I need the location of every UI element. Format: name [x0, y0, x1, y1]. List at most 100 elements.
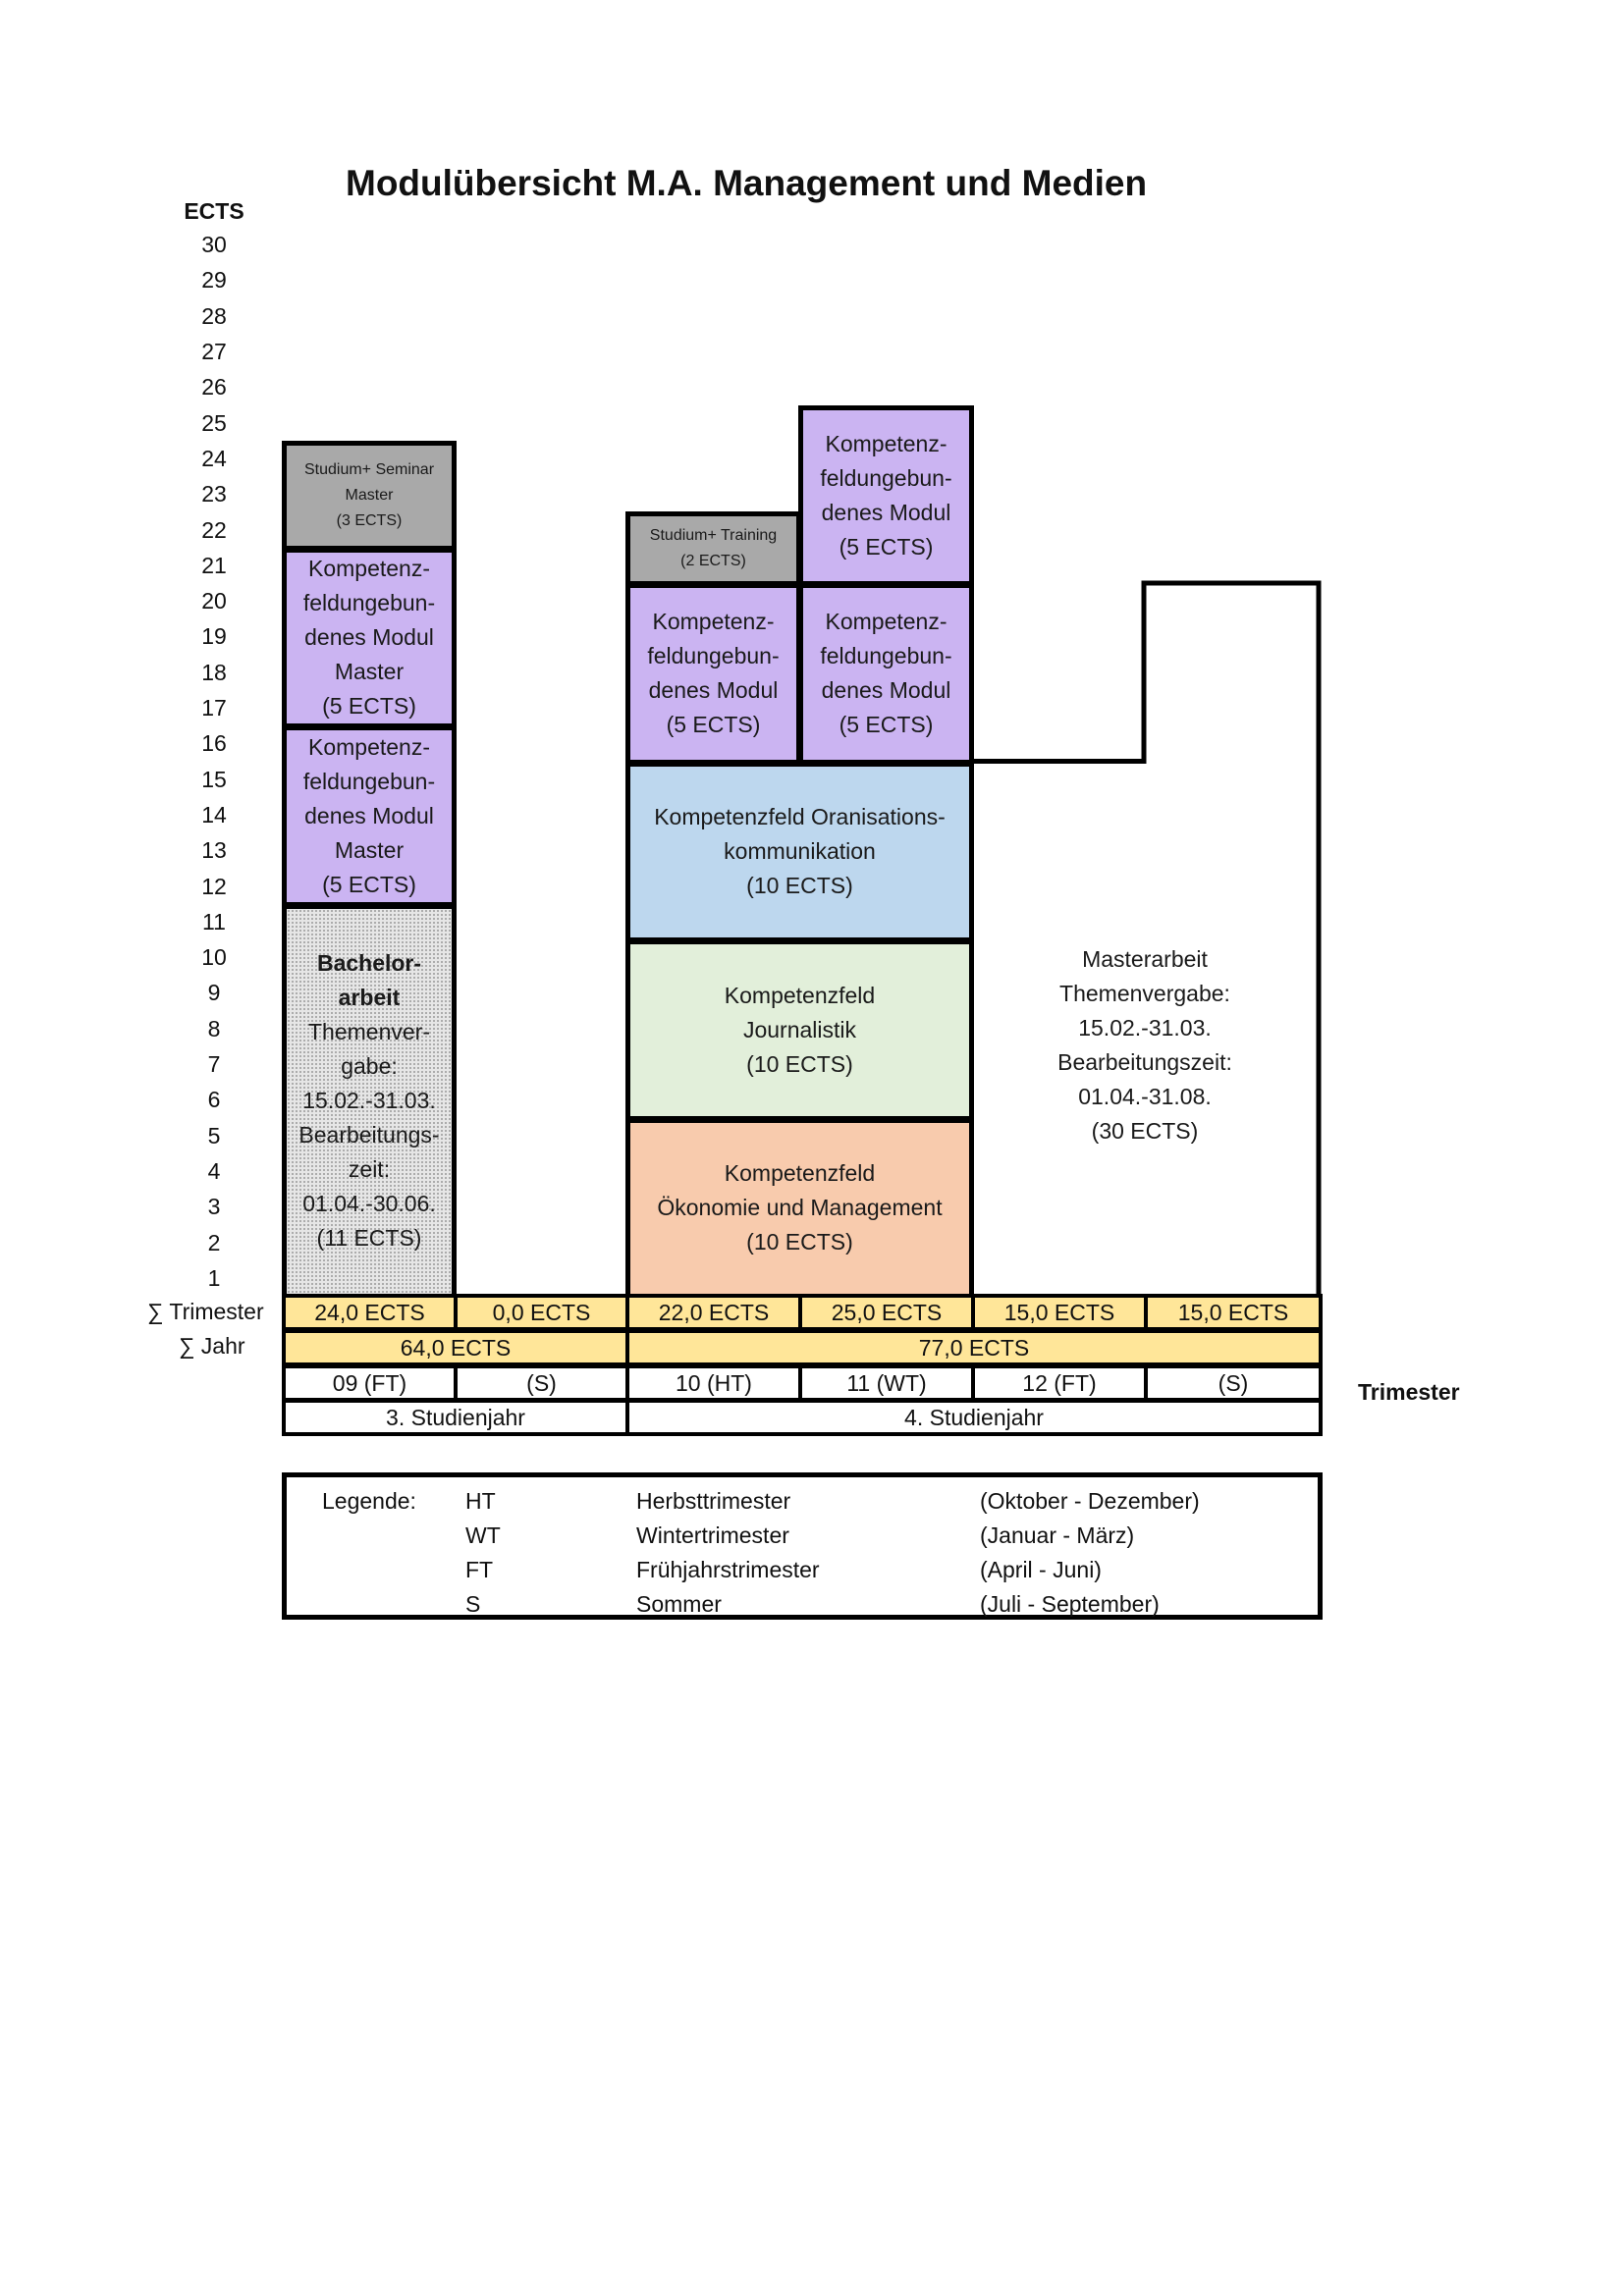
ects-tick: 17: [201, 695, 227, 721]
ects-tick: 12: [201, 873, 227, 899]
ects-tick: 25: [201, 409, 227, 436]
ects-tick: 19: [201, 623, 227, 650]
module-text-line: kommunikation: [724, 838, 876, 865]
ects-tick: 15: [201, 766, 227, 792]
study-year-cell: 4. Studienjahr: [625, 1399, 1323, 1436]
module-text-line: feldungebun-: [647, 643, 780, 669]
module-text-line: Bachelor-: [316, 950, 422, 977]
ects-tick: 28: [201, 302, 227, 329]
ects-tick: 22: [201, 516, 227, 543]
trimester-sum-cell: 0,0 ECTS: [454, 1294, 629, 1331]
module-text-line: (5 ECTS): [322, 871, 416, 897]
master-thesis-text-line: Bearbeitungszeit:: [1057, 1048, 1232, 1075]
year-sum-cell: 77,0 ECTS: [625, 1329, 1323, 1366]
module-text-line: Kompetenz-: [825, 609, 947, 635]
legend-months: (April - Juni): [980, 1557, 1102, 1582]
module-box: Kompetenz-feldungebun-denes Modul(5 ECTS…: [798, 404, 974, 586]
module-text-line: Master: [334, 659, 405, 685]
ects-axis-header: ECTS: [184, 198, 244, 224]
legend-months: (Juli - September): [980, 1591, 1160, 1617]
module-text-line: Bearbeitungs-: [298, 1122, 440, 1148]
module-text-line: Journalistik: [742, 1016, 857, 1042]
module-text-line: (10 ECTS): [746, 1229, 853, 1255]
module-text-line: Kompetenz-: [652, 609, 775, 635]
ects-tick: 9: [207, 980, 221, 1006]
ects-tick: 24: [201, 445, 227, 471]
module-text-line: (10 ECTS): [746, 873, 853, 899]
ects-tick: 20: [201, 588, 227, 614]
legend-months: (Januar - März): [980, 1522, 1135, 1548]
master-thesis-text-line: Masterarbeit: [1082, 945, 1208, 972]
trimester-axis-label: Trimester: [1358, 1379, 1460, 1405]
module-text-line: zeit:: [348, 1156, 391, 1183]
trimester-sum-cell: 24,0 ECTS: [282, 1294, 458, 1331]
legend-code: HT: [465, 1488, 496, 1514]
ects-tick: 6: [207, 1087, 221, 1113]
module-text-line: Kompetenz-: [825, 430, 947, 456]
legend-name: Herbsttrimester: [636, 1488, 791, 1514]
ects-tick: 14: [201, 801, 227, 828]
module-box: Kompetenz-feldungebun-denes Modul (5 ECTS…: [625, 583, 801, 765]
module-text-line: Kompetenzfeld: [724, 982, 876, 1008]
module-text-line: Ökonomie und Management: [657, 1195, 943, 1221]
trimester-sum-cell: 25,0 ECTS: [798, 1294, 975, 1331]
ects-tick: 13: [201, 837, 227, 864]
ects-tick: 16: [201, 730, 227, 757]
module-box: Studium+ Training (2 ECTS): [625, 511, 801, 586]
ects-tick: 21: [201, 552, 227, 578]
legend-code: FT: [465, 1557, 494, 1582]
trimester-cell: 09 (FT): [282, 1364, 458, 1402]
module-text-line: (2 ECTS): [680, 553, 746, 570]
module-text-line: Studium+ Training: [649, 527, 778, 545]
year-sum-label: ∑ Jahr: [179, 1333, 245, 1359]
legend: Legende: HT Herbsttrimester (Oktober - Dez…: [282, 1472, 1323, 1620]
module-text-line: Studium+ Seminar: [303, 460, 435, 478]
page-title: Modulübersicht M.A. Management und Medie…: [346, 163, 1148, 203]
module-text-line: denes Modul: [648, 677, 779, 704]
module-text-line: Kompetenz-: [307, 556, 430, 582]
ects-tick: 7: [207, 1051, 221, 1078]
master-thesis-text-line: 01.04.-31.08.: [1078, 1083, 1212, 1109]
module-text-line: (10 ECTS): [746, 1050, 853, 1077]
module-box: Kompetenzfeld Oranisations-kommunikation…: [625, 761, 974, 942]
ects-tick: 2: [207, 1229, 221, 1255]
ects-tick: 27: [201, 339, 227, 365]
ects-tick: 1: [207, 1264, 221, 1291]
legend-months: (Oktober - Dezember): [980, 1488, 1200, 1514]
ects-tick: 29: [201, 267, 227, 294]
module-text-line: Kompetenzfeld: [724, 1160, 876, 1187]
ects-tick: 30: [201, 232, 227, 258]
legend-name: Wintertrimester: [636, 1522, 789, 1548]
module-text-line: Kompetenz-: [307, 733, 430, 760]
trimester-cell: (S): [454, 1364, 629, 1402]
ects-tick: 5: [207, 1122, 221, 1148]
module-text-line: 15.02.-31.03.: [302, 1088, 436, 1114]
module-text-line: feldungebun-: [302, 768, 436, 794]
module-text-line: (3 ECTS): [336, 511, 403, 529]
module-text-line: Kompetenzfeld Oranisations-: [654, 804, 946, 830]
module-text-line: (11 ECTS): [316, 1225, 422, 1252]
module-text-line: denes Modul: [821, 499, 951, 525]
legend-title: Legende:: [322, 1488, 416, 1514]
legend-name: Sommer: [636, 1591, 722, 1617]
trimester-cell: 12 (FT): [971, 1364, 1148, 1402]
module-text-line: Master: [334, 836, 405, 863]
module-text-line: feldungebun-: [820, 464, 952, 491]
module-text-line: (5 ECTS): [666, 712, 761, 738]
master-thesis-text-line: Themenvergabe:: [1059, 980, 1230, 1006]
ects-tick: 18: [201, 659, 227, 685]
module-text-line: denes Modul: [304, 802, 434, 828]
year-sum-cell: 64,0 ECTS: [282, 1329, 629, 1366]
module-text-line: 01.04.-30.06.: [302, 1191, 436, 1217]
trimester-sum-label: ∑ Trimester: [147, 1299, 264, 1324]
trimester-cell: 11 (WT): [798, 1364, 975, 1402]
trimester-sum-cell: 22,0 ECTS: [625, 1294, 802, 1331]
module-text-line: (5 ECTS): [839, 712, 934, 738]
ects-tick: 3: [207, 1194, 221, 1220]
